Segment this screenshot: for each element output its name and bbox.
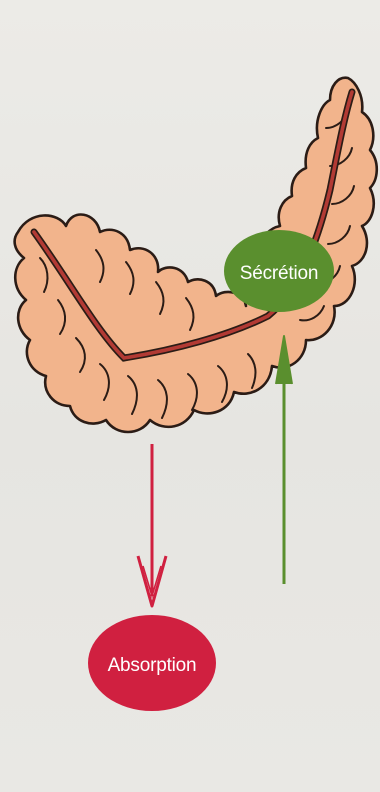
absorption-bubble: Absorption <box>88 615 216 711</box>
secretion-arrow <box>276 336 292 584</box>
absorption-label: Absorption <box>108 655 197 676</box>
secretion-bubble: Sécrétion <box>224 230 334 312</box>
absorption-arrow <box>138 444 166 606</box>
secretion-label: Sécrétion <box>240 263 318 284</box>
